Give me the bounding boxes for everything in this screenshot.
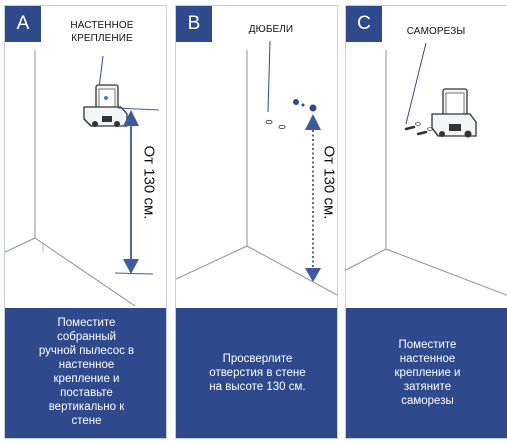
callout-line: КРЕПЛЕНИЕ [71, 33, 133, 44]
caption-line: отверстия в стене [209, 367, 306, 379]
caption-line: стене [71, 415, 102, 427]
wall-mount-callout: НАСТЕННОЕ КРЕПЛЕНИЕ [61, 19, 143, 45]
screws-callout: САМОРЕЗЫ [396, 25, 476, 38]
caption-line: ручной пылесос в [38, 345, 135, 357]
caption-line: настенное [399, 353, 456, 365]
step-panel-b: B ДЮБЕЛИ От 130 см. Просверлите отверсти… [175, 5, 338, 439]
drilling-illustration [176, 40, 337, 296]
height-measurement-label: От 130 см. [320, 145, 338, 220]
step-caption: Поместите собранный ручной пылесос в нас… [5, 308, 166, 438]
wall-mount-icon [431, 88, 477, 138]
step-letter-badge: C [346, 6, 382, 42]
step-panel-a: A НАСТЕННОЕ КРЕПЛЕНИЕ От 130 см. Помести… [4, 5, 167, 439]
caption-line: на высоте 130 см. [209, 381, 306, 393]
screws-illustration [346, 42, 507, 296]
caption-line: Поместите [398, 339, 457, 351]
step-letter-badge: A [5, 6, 41, 42]
caption-line: крепление и [394, 367, 461, 379]
dowel-icon [265, 119, 286, 130]
caption-line: саморезы [401, 395, 454, 407]
step-caption: Просверлите отверстия в стене на высоте … [176, 308, 337, 438]
step-letter-badge: B [176, 6, 212, 42]
drill-hole-icon [293, 99, 317, 112]
callout-line: НАСТЕННОЕ [70, 20, 134, 31]
caption-line: Поместите [57, 317, 116, 329]
callout-line: ДЮБЕЛИ [248, 24, 294, 35]
caption-line: настенное [58, 359, 115, 371]
wall-mount-icon [83, 84, 128, 127]
height-measurement-label: От 130 см. [140, 145, 158, 220]
caption-line: затяните [403, 381, 452, 393]
step-panel-c: C САМОРЕЗЫ Поместите настенное крепление… [345, 5, 507, 439]
caption-line: вертикально к [48, 401, 125, 413]
caption-line: крепление и [53, 373, 120, 385]
caption-line: собранный [56, 331, 117, 343]
caption-line: поставьте [60, 387, 113, 399]
caption-line: Просверлите [222, 353, 293, 365]
step-caption: Поместите настенное крепление и затяните… [346, 308, 507, 438]
wall-mount-illustration [5, 50, 160, 306]
dowels-callout: ДЮБЕЛИ [236, 23, 306, 36]
screw-icon [404, 122, 433, 136]
callout-line: САМОРЕЗЫ [406, 26, 466, 37]
